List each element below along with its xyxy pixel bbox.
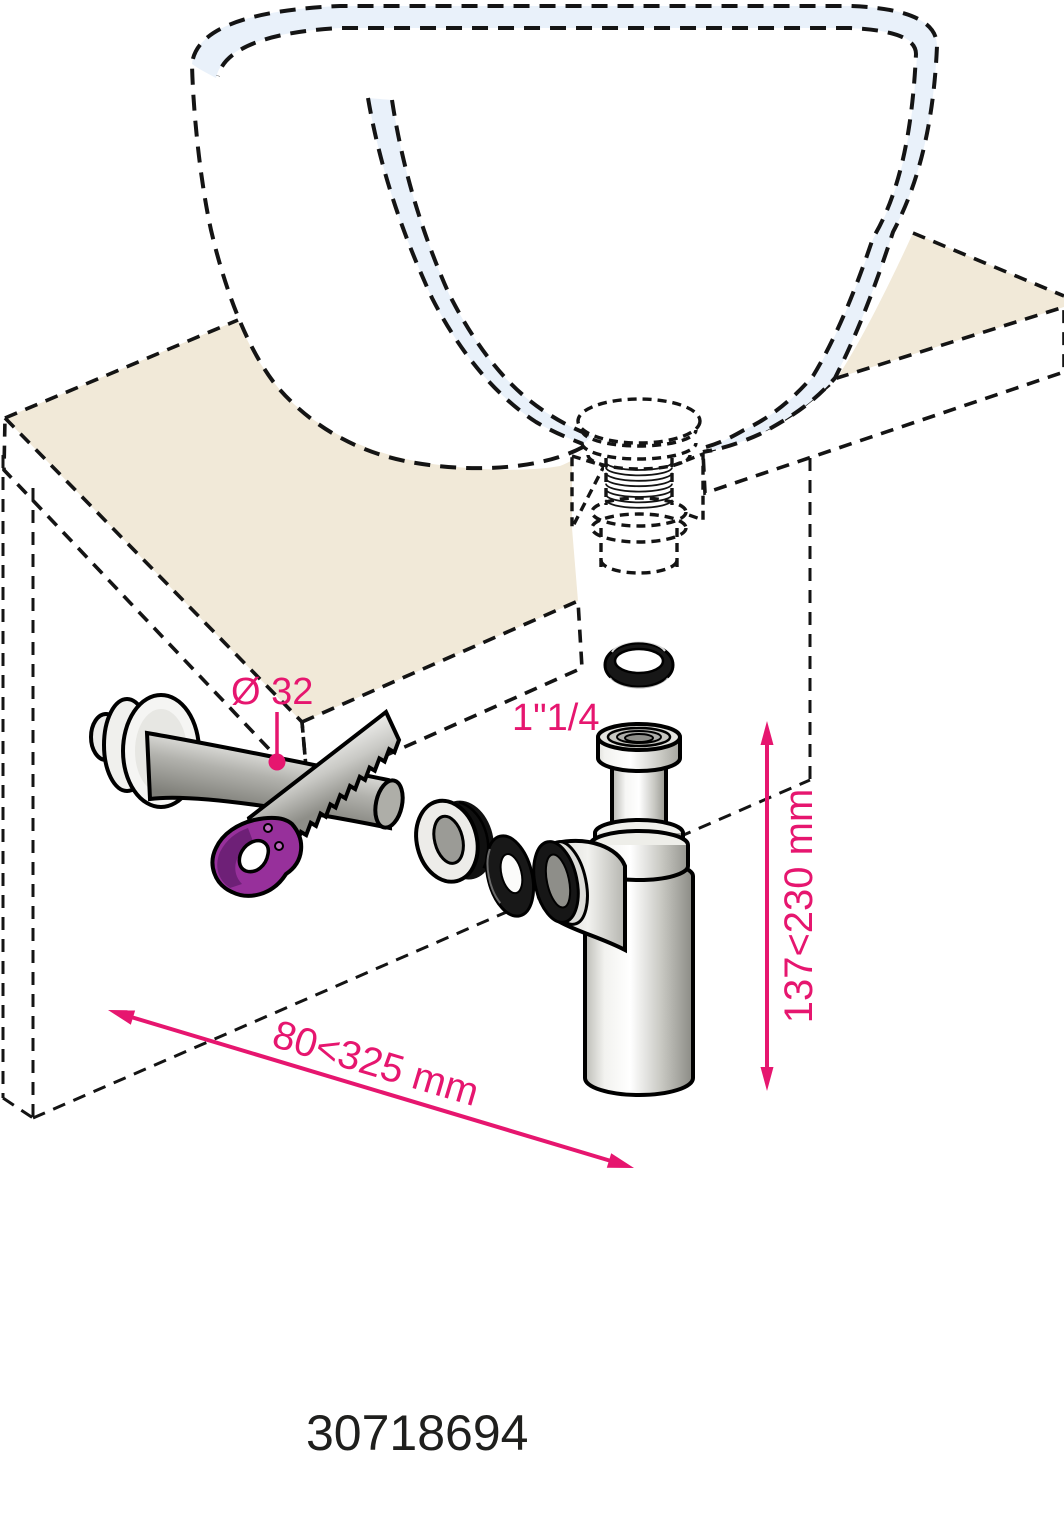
drain-thread-lines [605, 461, 673, 509]
seal-highlight [486, 848, 502, 904]
inlet-o-ring [603, 640, 675, 690]
hacksaw [210, 708, 402, 898]
trap-top-thread-3 [624, 733, 654, 743]
saw-handle-grip-hole [237, 839, 271, 874]
countertop-left-back-edge [4, 318, 239, 420]
wall-pipe-cut-end [373, 778, 405, 830]
height-arrowhead-down [760, 1067, 774, 1091]
height-arrowhead-up [760, 721, 774, 745]
height-dimension-label: 137<230 mm [777, 789, 821, 1024]
countertop-right-top-face [837, 233, 1064, 378]
thread-size-label: 1"1/4 [512, 697, 599, 739]
drain-fitting-outline [576, 397, 702, 575]
countertop-left-top-face [5, 320, 583, 722]
washbasin-cut-edge-inner [390, 99, 593, 438]
drain-dome-edge [576, 397, 702, 445]
nut-bore [432, 814, 465, 865]
length-dimension-line [130, 1015, 612, 1163]
cone-seal [484, 834, 536, 918]
drain-locknut-bottom [590, 512, 688, 544]
washbasin-outline [189, 4, 940, 471]
drain-thread-sides [604, 458, 674, 505]
washbasin-cut-band [368, 98, 592, 444]
saw-handle-shade [217, 828, 254, 888]
trap-top-nut [596, 722, 682, 773]
bottle-trap [532, 722, 695, 1097]
drain-tail-fill [601, 528, 677, 568]
seal-hole [499, 853, 524, 895]
o-ring-hole [613, 647, 665, 675]
drain-locknut-top [590, 496, 688, 528]
washbasin-outer-edge [189, 4, 940, 471]
product-code: 30718694 [306, 1405, 528, 1461]
countertop-right-back-edge [912, 231, 1064, 298]
length-arrowhead-left [108, 1010, 136, 1025]
drain-flange-edges [580, 442, 698, 471]
drain-dome-fill [578, 399, 700, 443]
saw-handle-rivet [263, 823, 273, 833]
counter-hole-right-cut [670, 451, 705, 523]
saw-handle-rivet [274, 841, 284, 851]
trap-inlet-bore [544, 853, 572, 909]
height-dimension: 137<230 mm [760, 721, 821, 1091]
compression-nut [414, 798, 494, 884]
pipe-diameter-annotation: Ø 32 [231, 671, 313, 771]
washbasin-inner-edge [216, 26, 919, 449]
drain-tail-bottom [599, 559, 679, 575]
washbasin-cut-edge-outer [366, 97, 584, 446]
pipe-diameter-leader-dot [268, 753, 286, 771]
wall-panel-bottom-edge [2, 1096, 34, 1120]
pipe-diameter-label: Ø 32 [231, 671, 313, 713]
o-ring-highlight-bottom [609, 677, 669, 690]
length-arrowhead-right [606, 1153, 634, 1168]
o-ring-highlight-top [611, 640, 666, 653]
counter-hole-left-cut [570, 453, 607, 529]
drain-dome-lip [580, 429, 698, 448]
